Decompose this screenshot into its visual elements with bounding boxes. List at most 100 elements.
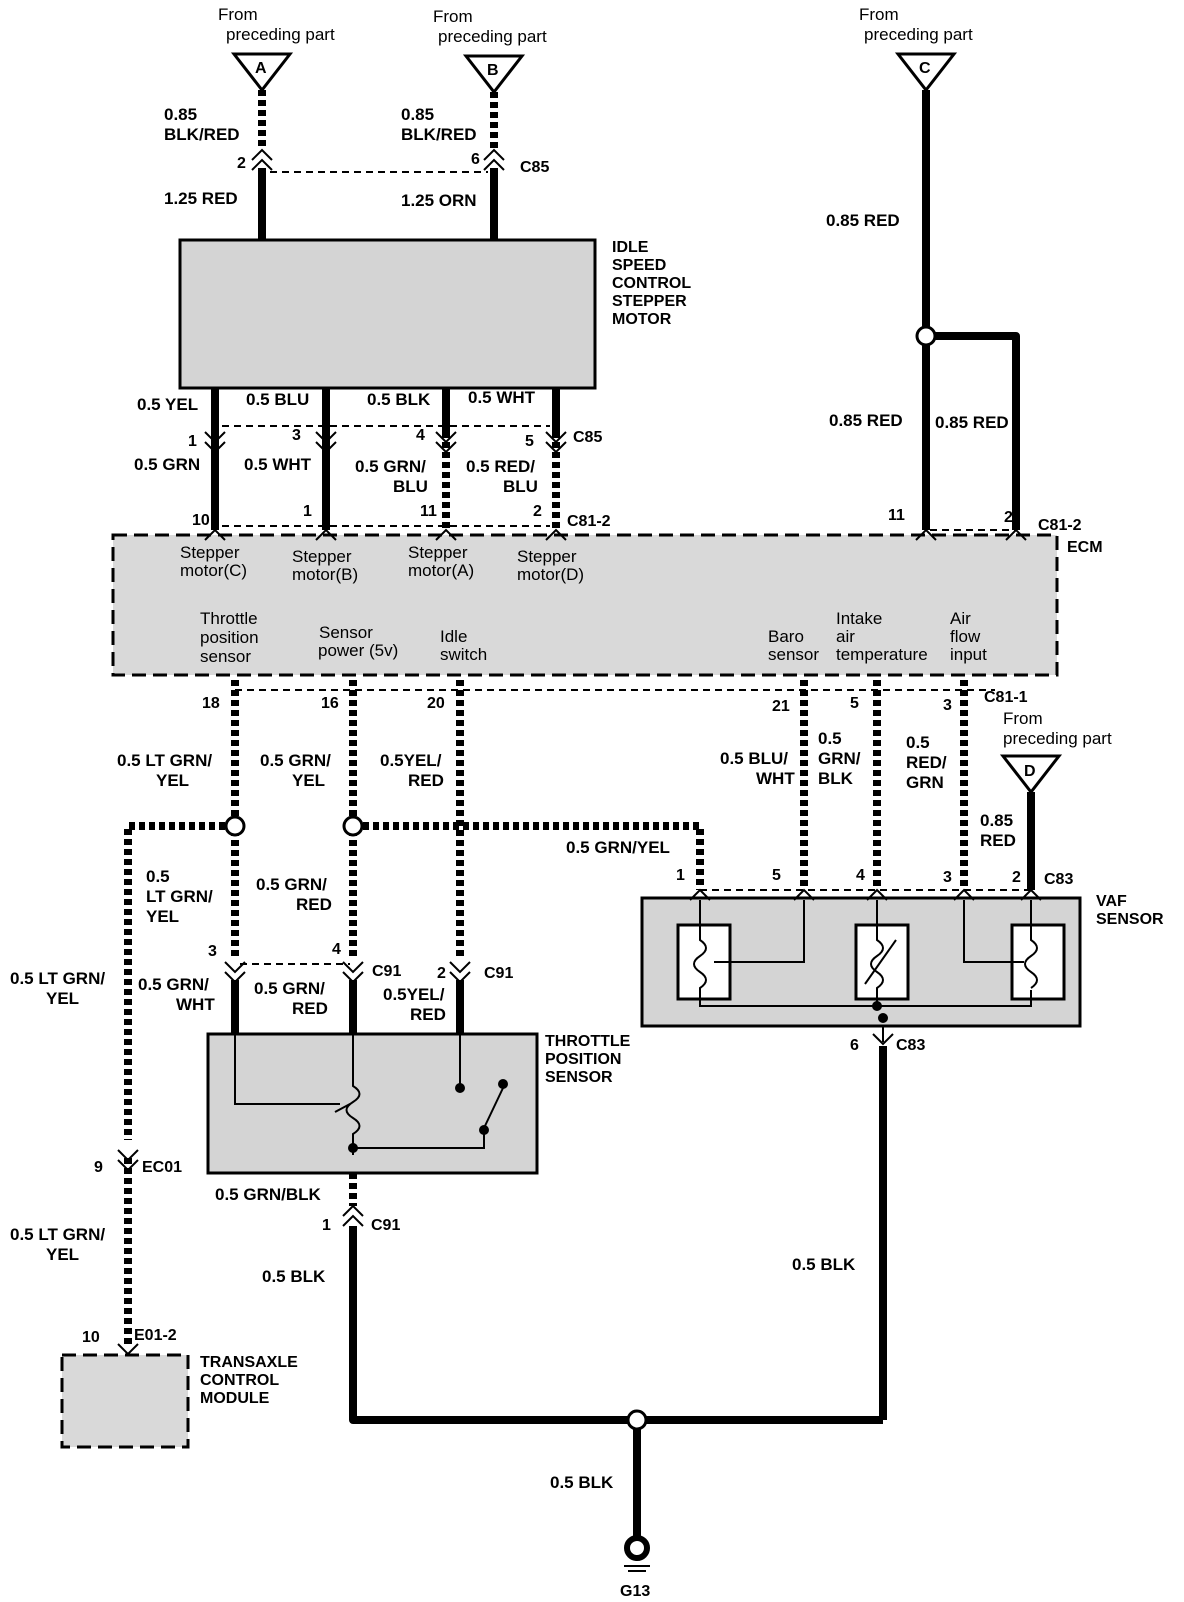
svg-text:0.5 GRN/: 0.5 GRN/ — [256, 875, 327, 894]
tps-resistor — [345, 1034, 361, 1155]
svg-text:input: input — [950, 645, 987, 664]
transaxle-control-module-title: TRANSAXLE CONTROL MODULE — [200, 1354, 298, 1407]
svg-text:WHT: WHT — [176, 995, 215, 1014]
splice-ground — [626, 1409, 648, 1431]
svg-text:0.5 GRN/: 0.5 GRN/ — [355, 457, 426, 476]
svg-text:Idle: Idle — [440, 627, 467, 646]
svg-text:C85: C85 — [520, 159, 549, 176]
source-c-line2: preceding part — [864, 25, 973, 44]
svg-text:Stepper: Stepper — [408, 543, 468, 562]
svg-text:1.25 ORN: 1.25 ORN — [401, 191, 477, 210]
vaf-sensor-title: VAF SENSOR — [1096, 893, 1164, 928]
svg-text:2: 2 — [1012, 869, 1021, 886]
wire-tps-branch — [124, 822, 235, 1140]
svg-text:2: 2 — [437, 965, 446, 982]
svg-text:0.5YEL/: 0.5YEL/ — [380, 751, 442, 770]
svg-text:18: 18 — [202, 695, 220, 712]
svg-text:0.5YEL/: 0.5YEL/ — [383, 985, 445, 1004]
source-d-line2: preceding part — [1003, 729, 1112, 748]
svg-text:YEL: YEL — [46, 1245, 79, 1264]
svg-text:MODULE: MODULE — [200, 1390, 270, 1407]
ground-label: G13 — [620, 1583, 650, 1600]
svg-text:RED: RED — [410, 1005, 446, 1024]
svg-text:CONTROL: CONTROL — [200, 1372, 279, 1389]
svg-text:IDLE: IDLE — [612, 239, 649, 256]
svg-text:BLK/RED: BLK/RED — [164, 125, 240, 144]
svg-text:RED: RED — [292, 999, 328, 1018]
source-d-triangle — [999, 754, 1063, 795]
svg-text:11: 11 — [888, 507, 905, 524]
svg-text:temperature: temperature — [836, 645, 928, 664]
svg-text:THROTTLE: THROTTLE — [545, 1033, 631, 1050]
svg-text:16: 16 — [321, 695, 339, 712]
svg-text:RED: RED — [408, 771, 444, 790]
svg-text:Stepper: Stepper — [517, 547, 577, 566]
svg-text:0.85 RED: 0.85 RED — [935, 413, 1009, 432]
svg-text:0.5 LT GRN/: 0.5 LT GRN/ — [10, 1225, 105, 1244]
svg-text:EC01: EC01 — [142, 1159, 182, 1176]
svg-text:0.5 GRN/: 0.5 GRN/ — [260, 751, 331, 770]
svg-text:BLK/RED: BLK/RED — [401, 125, 477, 144]
svg-text:0.5 LT GRN/: 0.5 LT GRN/ — [117, 751, 212, 770]
svg-text:YEL: YEL — [156, 771, 189, 790]
svg-text:6: 6 — [471, 151, 480, 168]
source-c-line1: From — [859, 5, 899, 24]
svg-text:RED: RED — [296, 895, 332, 914]
source-a-line1: From — [218, 5, 258, 24]
svg-text:C91: C91 — [371, 1217, 400, 1234]
source-b-line1: From — [433, 7, 473, 26]
svg-text:3: 3 — [292, 427, 301, 444]
svg-text:C91: C91 — [484, 965, 513, 982]
source-b-letter: B — [487, 62, 499, 79]
source-b-triangle — [462, 54, 526, 95]
source-a: From preceding part A — [218, 5, 335, 93]
svg-text:20: 20 — [427, 695, 445, 712]
svg-text:GRN: GRN — [906, 773, 944, 792]
svg-text:5: 5 — [850, 695, 859, 712]
wire-ground-left — [349, 1226, 883, 1424]
svg-text:YEL: YEL — [292, 771, 325, 790]
svg-text:BLK: BLK — [818, 769, 854, 788]
svg-text:4: 4 — [416, 427, 425, 444]
svg-text:STEPPER: STEPPER — [612, 293, 687, 310]
svg-text:0.5 BLU/: 0.5 BLU/ — [720, 749, 788, 768]
svg-text:C83: C83 — [896, 1037, 925, 1054]
source-a-letter: A — [255, 60, 267, 77]
svg-text:flow: flow — [950, 627, 981, 646]
throttle-position-sensor-title: THROTTLE POSITION SENSOR — [545, 1033, 631, 1086]
svg-text:switch: switch — [440, 645, 487, 664]
svg-text:SENSOR: SENSOR — [545, 1069, 613, 1086]
svg-text:0.85: 0.85 — [980, 811, 1013, 830]
svg-text:Throttle: Throttle — [200, 609, 258, 628]
svg-text:0.85: 0.85 — [164, 105, 197, 124]
svg-text:11: 11 — [420, 503, 437, 520]
svg-text:RED: RED — [980, 831, 1016, 850]
svg-text:4: 4 — [332, 941, 341, 958]
svg-text:sensor: sensor — [200, 647, 251, 666]
source-b-line2: preceding part — [438, 27, 547, 46]
svg-text:motor(A): motor(A) — [408, 561, 474, 580]
svg-text:Baro: Baro — [768, 627, 804, 646]
splice-power — [342, 815, 364, 837]
svg-text:BLU: BLU — [503, 477, 538, 496]
idle-switch-blade — [483, 1087, 504, 1129]
svg-text:0.5 GRN/BLK: 0.5 GRN/BLK — [215, 1185, 322, 1204]
svg-text:SPEED: SPEED — [612, 257, 666, 274]
svg-text:0.85 RED: 0.85 RED — [826, 211, 900, 230]
svg-text:1: 1 — [188, 433, 197, 450]
svg-text:MOTOR: MOTOR — [612, 311, 672, 328]
svg-text:0.5 BLK: 0.5 BLK — [262, 1267, 326, 1286]
svg-text:C81-1: C81-1 — [984, 689, 1028, 706]
svg-text:TRANSAXLE: TRANSAXLE — [200, 1354, 298, 1371]
svg-text:C85: C85 — [573, 429, 602, 446]
svg-text:Intake: Intake — [836, 609, 882, 628]
connector-a-symbol — [251, 148, 273, 171]
svg-text:21: 21 — [772, 698, 790, 715]
svg-text:WHT: WHT — [756, 769, 795, 788]
svg-text:0.5 LT GRN/: 0.5 LT GRN/ — [10, 969, 105, 988]
svg-text:0.5: 0.5 — [906, 733, 930, 752]
connector-ec01-symbol — [117, 1149, 139, 1172]
svg-text:5: 5 — [525, 433, 534, 450]
svg-text:VAF: VAF — [1096, 893, 1127, 910]
svg-text:2: 2 — [237, 155, 246, 172]
